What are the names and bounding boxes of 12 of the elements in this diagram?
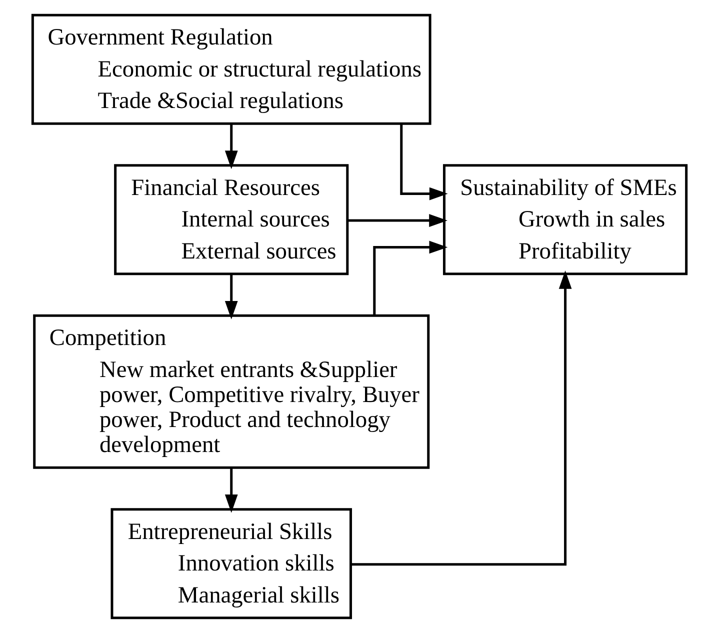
node-box: Financial Resources Internal sources External sources (114, 164, 348, 276)
node-box: Entrepreneurial Skills Innovation skills Managerial skills (110, 508, 352, 620)
arrow (350, 270, 572, 566)
node-box: Competition New market entrants &Supplier power, Competitive rivalry, Buyer power, Product and technology development (32, 314, 430, 469)
arrow (224, 274, 238, 320)
arrow (347, 214, 447, 227)
node-box: Sustainability of SMEs Growth in sales Profitability (442, 164, 688, 276)
arrow (224, 468, 238, 513)
arrow (400, 124, 448, 200)
arrow (224, 124, 238, 170)
node-box: Government Regulation Economic or structural regulations Trade &Social regulations (30, 14, 431, 125)
arrow (372, 240, 448, 316)
